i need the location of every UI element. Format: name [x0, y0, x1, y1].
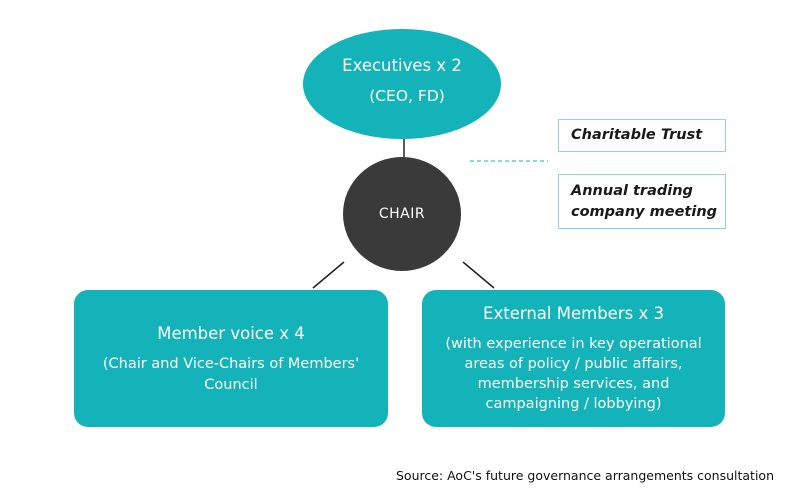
connector-chair-external: [462, 261, 495, 289]
external-members-body-line: campaigning / lobbying): [485, 396, 662, 412]
external-members-title: External Members x 3: [483, 304, 664, 323]
external-members-body-line: (with experience in key operational: [445, 336, 702, 352]
external-members-body: (with experience in key operational area…: [428, 334, 719, 414]
annual-meeting-label-line: company meeting: [571, 204, 718, 220]
member-voice-node: Member voice x 4 (Chair and Vice-Chairs …: [74, 290, 388, 427]
chair-node: CHAIR: [343, 157, 461, 271]
executives-subtitle: (CEO, FD): [369, 87, 445, 105]
member-voice-body-line: Council: [204, 377, 258, 393]
external-members-node: External Members x 3 (with experience in…: [422, 290, 725, 427]
external-members-body-line: membership services, and: [477, 376, 670, 392]
connector-chair-member-voice: [312, 261, 345, 289]
executives-node: Executives x 2 (CEO, FD): [303, 29, 501, 139]
member-voice-body-line: (Chair and Vice-Chairs of Members': [102, 356, 360, 372]
charitable-trust-box: Charitable Trust: [558, 119, 726, 152]
charitable-trust-label: Charitable Trust: [571, 127, 703, 143]
executives-title: Executives x 2: [342, 56, 462, 75]
member-voice-body: (Chair and Vice-Chairs of Members' Counc…: [84, 354, 378, 396]
annual-meeting-box: Annual trading company meeting: [558, 174, 726, 229]
external-members-body-line: areas of policy / public affairs,: [464, 356, 683, 372]
member-voice-title: Member voice x 4: [157, 324, 305, 343]
source-caption: Source: AoC's future governance arrangem…: [395, 468, 774, 483]
chair-label: CHAIR: [378, 206, 426, 222]
annual-meeting-label-line: Annual trading: [571, 183, 693, 199]
